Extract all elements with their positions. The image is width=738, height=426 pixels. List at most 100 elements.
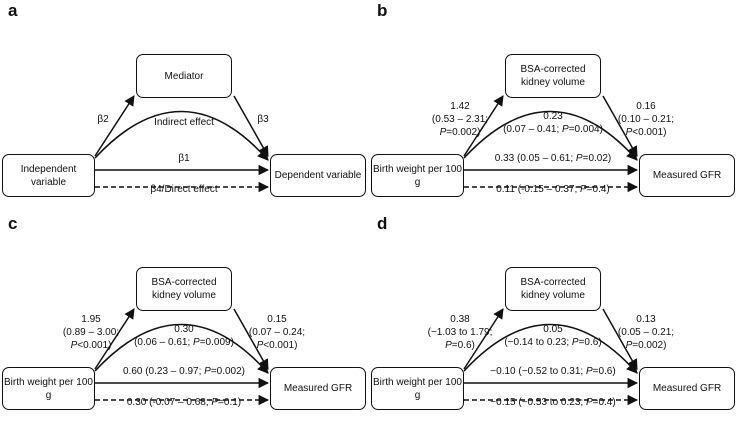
mediator-box-text: Mediator (164, 70, 204, 82)
label-line: P=0.002) (625, 340, 667, 351)
label-line: Indirect effect (154, 117, 214, 128)
label-line: 0.38 (450, 314, 470, 325)
label-line: P=0.002) (439, 127, 481, 138)
path-a-arrow (94, 308, 135, 370)
arrow-layer (94, 95, 270, 193)
panel-letter: d (377, 214, 388, 233)
label-line: 0.23 (543, 111, 563, 122)
arrow-layer (94, 308, 270, 406)
label-line: P<0.001) (625, 127, 667, 138)
mediator-box: BSA-corrected kidney volume (505, 54, 601, 98)
mediator-box-text: BSA-corrected (151, 277, 217, 288)
indirect-effect-label: 0.05 (−0.14 to 0.23; P=0.6) (504, 323, 601, 349)
label-line: (0.10 – 0.21; (617, 114, 675, 125)
indirect-effect-arrow (463, 323, 638, 374)
direct-effect-label: 0.11 (-0.15 – 0.37; P=0.4) (496, 183, 610, 196)
label-line: 0.60 (0.23 – 0.97; P=0.002) (122, 366, 246, 377)
label-line: (0.07 – 0.41; P=0.004) (503, 124, 603, 135)
path-b-label: 0.15(0.07 – 0.24;P<0.001) (249, 313, 305, 352)
label-line: β2 (97, 114, 109, 125)
path-b-label: 0.13 (0.05 – 0.21; P=0.002) (618, 313, 674, 352)
path-a-arrow (463, 308, 504, 370)
path-a-label: 0.38 (−1.03 to 1.79; P=0.6) (428, 313, 493, 352)
independent-variable-box-text: Birth weight per 100 g (373, 376, 462, 401)
dependent-variable-box-text: Dependent variable (274, 170, 362, 181)
path-b-arrow (233, 95, 269, 157)
independent-variable-box: Birth weight per 100 g (2, 367, 95, 410)
dependent-variable-box-text: Measured GFR (652, 170, 722, 181)
independent-variable-box: Birth weight per 100 g (371, 154, 464, 197)
label-line: P<0.001) (256, 340, 298, 351)
label-line: (0.06 – 0.61; P=0.009) (134, 337, 234, 348)
label-line: P=0.6) (445, 340, 475, 351)
label-line: (−1.03 to 1.79; (427, 327, 493, 338)
label-line: (0.07 – 0.24; (248, 327, 306, 338)
path-b-label: β3 (257, 113, 268, 126)
indirect-effect-label: 0.30 (0.06 – 0.61; P=0.009) (134, 323, 234, 349)
arrow-layer (463, 95, 639, 193)
label-line: −0.15 (−0.53 to 0.23; P=0.4) (490, 397, 616, 408)
label-line: (−0.14 to 0.23; P=0.6) (504, 337, 602, 348)
indirect-effect-arrow (463, 110, 638, 161)
path-a-label: 1.42(0.53 – 2.31;P=0.002) (432, 100, 488, 139)
dependent-variable-box: Measured GFR (270, 367, 366, 410)
independent-variable-box: Independent variable (2, 154, 95, 197)
path-a-arrow (94, 95, 135, 157)
label-line: 0.05 (543, 324, 563, 335)
label-line: 0.30 (-0.07 – 0.68; P=0.1) (126, 397, 242, 408)
mediator-box: Mediator (136, 54, 232, 98)
independent-variable-box-text: Birth weight per 100 g (4, 376, 93, 401)
independent-variable-box-text: Birth weight per 100 g (373, 163, 462, 188)
dependent-variable-box: Measured GFR (639, 367, 735, 410)
mediator-box-text: BSA-corrected (520, 277, 586, 288)
label-line: β4/Direct effect (150, 184, 218, 195)
path-a-label: β2 (97, 113, 108, 126)
mediator-box-text-line2: kidney volume (521, 77, 585, 88)
path-b-arrow (233, 308, 269, 370)
path-a-label: 1.95(0.89 – 3.00;P<0.001) (63, 313, 119, 352)
total-effect-label: −0.10 (−0.52 to 0.31; P=0.6) (490, 365, 615, 378)
independent-variable-box: Birth weight per 100 g (371, 367, 464, 410)
path-a-arrow (463, 95, 504, 157)
mediator-box-text: BSA-corrected (520, 64, 586, 75)
direct-effect-label: −0.15 (−0.53 to 0.23; P=0.4) (490, 396, 615, 409)
path-b-label: 0.16 (0.10 – 0.21; P<0.001) (618, 100, 674, 139)
panel-letter: c (8, 214, 18, 233)
total-effect-label: 0.33 (0.05 – 0.61; P=0.02) (495, 152, 611, 165)
panel-letter: b (377, 1, 388, 20)
dependent-variable-box-text: Measured GFR (652, 383, 722, 394)
label-line: 1.95 (81, 314, 101, 325)
label-line: 0.33 (0.05 – 0.61; P=0.02) (494, 153, 612, 164)
label-line: 0.16 (636, 101, 656, 112)
panel-letter: a (8, 1, 18, 20)
label-line: 0.30 (174, 324, 194, 335)
indirect-effect-arrow (94, 110, 269, 161)
indirect-effect-arrow (94, 323, 269, 374)
label-line: β3 (257, 114, 269, 125)
label-line: −0.10 (−0.52 to 0.31; P=0.6) (490, 366, 616, 377)
total-effect-label: β1 (178, 152, 189, 165)
direct-effect-label: 0.30 (-0.07 – 0.68; P=0.1) (127, 396, 241, 409)
dependent-variable-box: Measured GFR (639, 154, 735, 197)
indirect-effect-label: Indirect effect (154, 116, 214, 129)
dependent-variable-box-text: Measured GFR (283, 383, 353, 394)
label-line: 0.11 (-0.15 – 0.37; P=0.4) (496, 184, 610, 195)
mediator-box-text-line2: kidney volume (521, 290, 585, 301)
direct-effect-label: β4/Direct effect (150, 183, 217, 196)
dependent-variable-box: Dependent variable (270, 154, 366, 197)
label-line: P<0.001) (70, 340, 112, 351)
total-effect-label: 0.60 (0.23 – 0.97; P=0.002) (123, 365, 245, 378)
label-line: 0.13 (636, 314, 656, 325)
path-b-arrow (602, 308, 638, 370)
indirect-effect-label: 0.23 (0.07 – 0.41; P=0.004) (503, 110, 603, 136)
arrow-layer (463, 308, 639, 406)
label-line: (0.53 – 2.31; (431, 114, 489, 125)
path-b-arrow (602, 95, 638, 157)
label-line: (0.05 – 0.21; (617, 327, 675, 338)
mediator-box: BSA-corrected kidney volume (505, 267, 601, 311)
